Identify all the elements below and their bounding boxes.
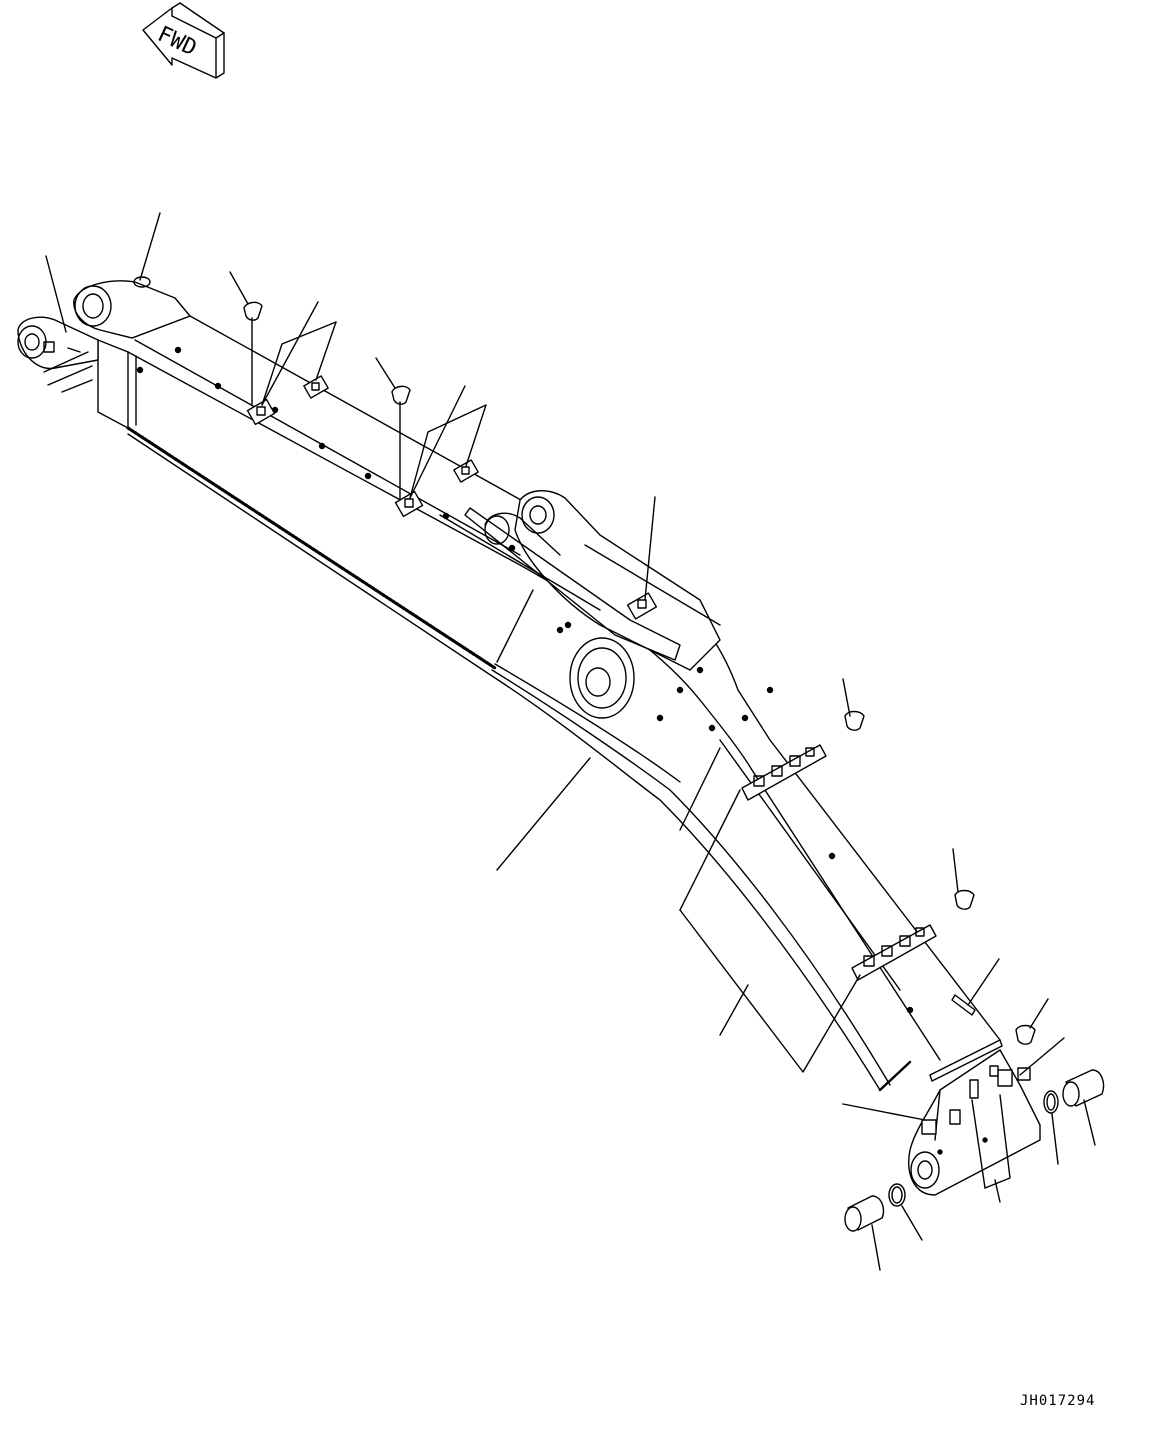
hose-clamp-2	[303, 375, 329, 399]
bushing-left	[844, 1195, 885, 1232]
cap-4	[954, 889, 975, 910]
side-boss	[569, 637, 635, 719]
arm-tip	[908, 1049, 1041, 1196]
multi-clamp-1	[741, 744, 827, 801]
bolt-dots	[136, 346, 914, 1014]
hose-clamp-5	[626, 592, 658, 620]
drawing-id: JH017294	[1020, 1393, 1096, 1409]
cap-5	[1015, 1024, 1036, 1045]
hose-clamp-1	[246, 398, 276, 426]
arm-root-bosses	[17, 276, 191, 393]
bushing-right	[1062, 1069, 1105, 1107]
cap-2	[391, 385, 411, 405]
hose-clamp-4	[453, 459, 479, 483]
ring-right	[1043, 1090, 1059, 1114]
fwd-arrow-icon: FWD	[142, 2, 225, 79]
hose-clamp-3	[394, 490, 424, 518]
cap-3	[844, 710, 865, 731]
leader-lines	[45, 212, 1096, 1271]
ring-left	[888, 1183, 906, 1207]
plate-strip	[878, 994, 1003, 1092]
multi-clamp-2	[851, 924, 937, 981]
cap-1	[243, 301, 263, 321]
cylinder-bracket	[439, 490, 721, 671]
